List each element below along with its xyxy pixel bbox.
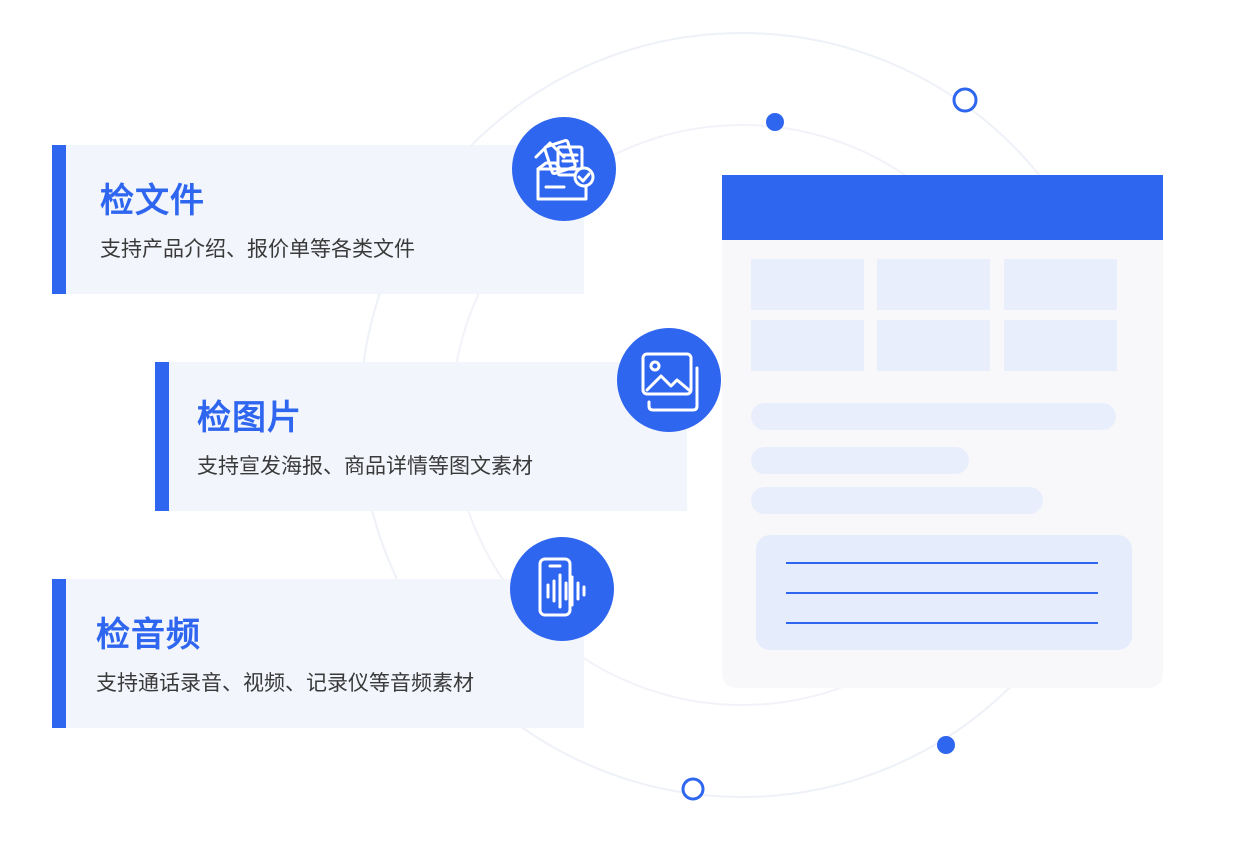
feature-card-audio: 检音频 支持通话录音、视频、记录仪等音频素材 [52, 579, 584, 728]
card-title: 检音频 [96, 615, 201, 655]
file-folder-icon [512, 117, 616, 221]
document-line [786, 622, 1098, 624]
document-line [786, 562, 1098, 564]
document-header [722, 175, 1163, 240]
document-illustration [722, 175, 1163, 688]
feature-card-image: 检图片 支持宣发海报、商品详情等图文素材 [155, 362, 687, 511]
dot-filled [766, 113, 784, 131]
document-cell [1004, 320, 1117, 371]
dot-filled [937, 736, 955, 754]
document-cell [877, 259, 990, 310]
document-line [786, 592, 1098, 594]
document-cell [751, 259, 864, 310]
document-cell [751, 320, 864, 371]
image-gallery-icon [617, 328, 721, 432]
card-title: 检文件 [100, 181, 205, 221]
document-cell [877, 320, 990, 371]
document-text-bar [751, 447, 969, 474]
audio-phone-icon [510, 537, 614, 641]
card-description: 支持宣发海报、商品详情等图文素材 [197, 454, 533, 478]
card-title: 检图片 [197, 398, 302, 438]
card-description: 支持产品介绍、报价单等各类文件 [100, 237, 415, 261]
feature-card-file: 检文件 支持产品介绍、报价单等各类文件 [52, 145, 584, 294]
document-text-bar [751, 403, 1116, 430]
card-description: 支持通话录音、视频、记录仪等音频素材 [96, 671, 474, 695]
document-cell [1004, 259, 1117, 310]
dot-hollow [681, 777, 705, 801]
dot-hollow [952, 87, 978, 113]
document-text-bar [751, 487, 1043, 514]
document-note-box [756, 535, 1132, 650]
